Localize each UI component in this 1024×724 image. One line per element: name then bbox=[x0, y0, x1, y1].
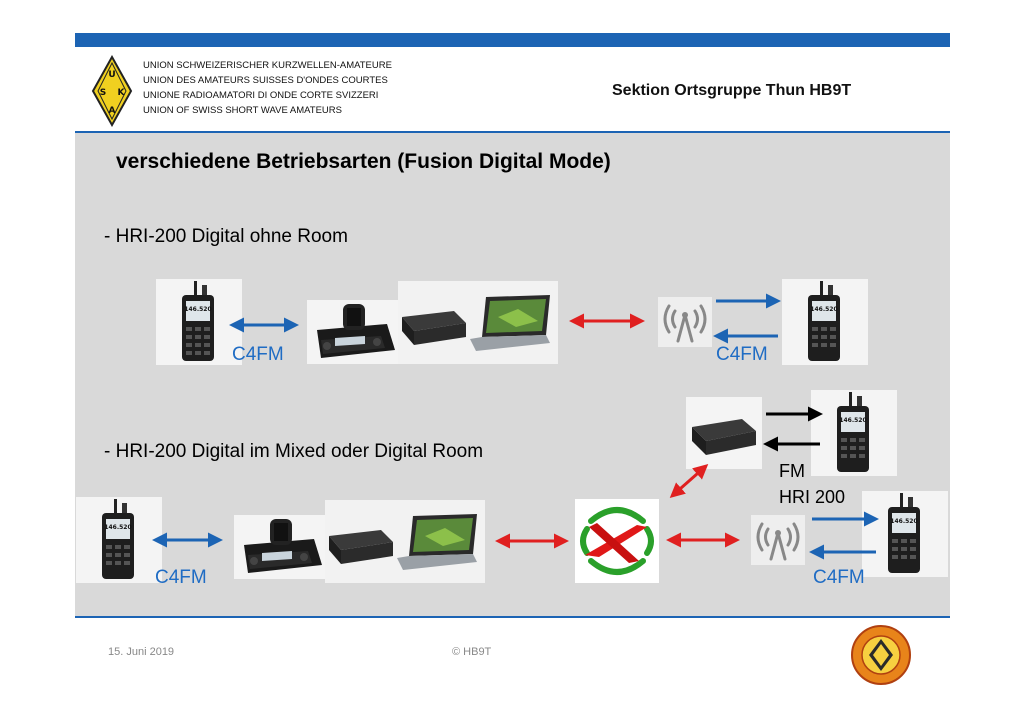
scenario1-label-right: C4FM bbox=[716, 344, 768, 365]
mobile-radio-icon bbox=[234, 515, 326, 579]
hri200-and-laptop-group bbox=[325, 500, 485, 583]
footer-date: 15. Juni 2019 bbox=[108, 646, 175, 658]
header-rule bbox=[75, 131, 950, 133]
org-line-it: UNIONE RADIOAMATORI DI ONDE CORTE SVIZZE… bbox=[143, 90, 379, 101]
logo-letter-k: K bbox=[118, 88, 126, 98]
scenario2-label-left: C4FM bbox=[155, 567, 207, 588]
arrow-wiresx-to-hri bbox=[669, 464, 709, 498]
hri200-box-icon bbox=[402, 311, 466, 345]
scenario1-label-left: C4FM bbox=[232, 344, 284, 365]
handheld-display-text: 146.520 bbox=[890, 518, 917, 525]
scenario1-title: - HRI-200 Digital ohne Room bbox=[104, 226, 348, 247]
handheld-radio-icon: 146.520 bbox=[811, 390, 897, 476]
logo-letter-s: S bbox=[100, 88, 106, 98]
hb9t-badge-icon bbox=[850, 624, 912, 686]
label-hri200: HRI 200 bbox=[779, 487, 846, 507]
handheld-display-text: 146.520 bbox=[839, 417, 866, 424]
wires-x-logo-icon bbox=[575, 499, 659, 583]
handheld-radio-icon: 146.520 bbox=[156, 279, 242, 365]
antenna-icon bbox=[751, 515, 805, 565]
hri200-box-icon bbox=[329, 530, 393, 564]
scenario2-title: - HRI-200 Digital im Mixed oder Digital … bbox=[104, 441, 484, 462]
slide-heading: verschiedene Betriebsarten (Fusion Digit… bbox=[116, 150, 611, 173]
antenna-icon bbox=[658, 297, 712, 347]
org-line-en: UNION OF SWISS SHORT WAVE AMATEURS bbox=[143, 105, 342, 116]
top-accent-bar bbox=[75, 33, 950, 47]
laptop-icon bbox=[470, 295, 550, 351]
handheld-display-text: 146.520 bbox=[810, 306, 837, 313]
laptop-icon bbox=[397, 514, 477, 570]
handheld-display-text: 146.520 bbox=[104, 524, 131, 531]
handheld-radio-icon: 146.520 bbox=[782, 279, 868, 365]
handheld-radio-icon: 146.520 bbox=[862, 491, 948, 577]
hri200-and-laptop-group bbox=[398, 281, 558, 364]
org-line-de: UNION SCHWEIZERISCHER KURZWELLEN-AMATEUR… bbox=[143, 60, 392, 71]
section-title: Sektion Ortsgruppe Thun HB9T bbox=[612, 82, 852, 99]
logo-letter-u: U bbox=[108, 70, 115, 80]
label-fm: FM bbox=[779, 461, 805, 481]
handheld-radio-icon: 146.520 bbox=[76, 497, 162, 583]
org-line-fr: UNION DES AMATEURS SUISSES D'ONDES COURT… bbox=[143, 75, 388, 86]
uska-logo-icon: U S K A bbox=[91, 55, 133, 127]
handheld-display-text: 146.520 bbox=[184, 306, 211, 313]
organisation-names: UNION SCHWEIZERISCHER KURZWELLEN-AMATEUR… bbox=[143, 58, 392, 118]
footer-copyright: © HB9T bbox=[452, 646, 492, 658]
scenario2-label-right: C4FM bbox=[813, 567, 865, 588]
footer-rule bbox=[75, 616, 950, 618]
hri200-box-icon bbox=[686, 397, 762, 469]
logo-letter-a: A bbox=[109, 106, 116, 116]
mobile-radio-icon bbox=[307, 300, 399, 364]
